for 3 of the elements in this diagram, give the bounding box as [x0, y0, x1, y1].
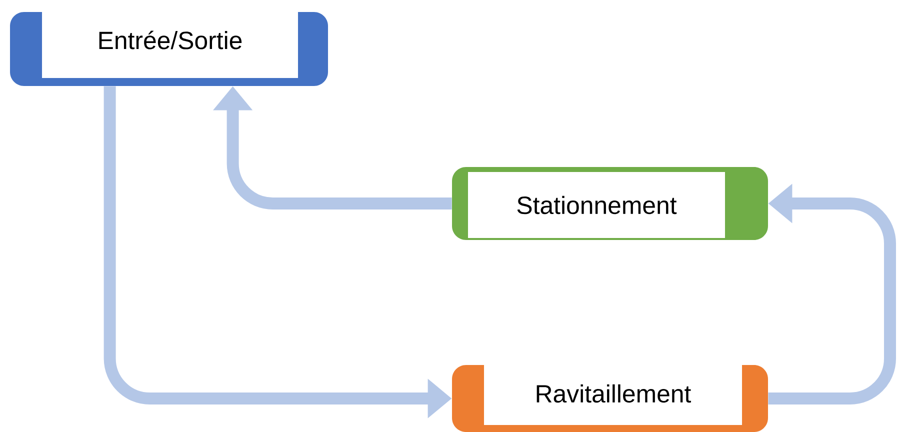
process-box: Entrée/Sortie — [10, 2, 328, 86]
process-box: Ravitaillement — [452, 362, 768, 432]
process-box: Stationnement — [452, 167, 768, 240]
